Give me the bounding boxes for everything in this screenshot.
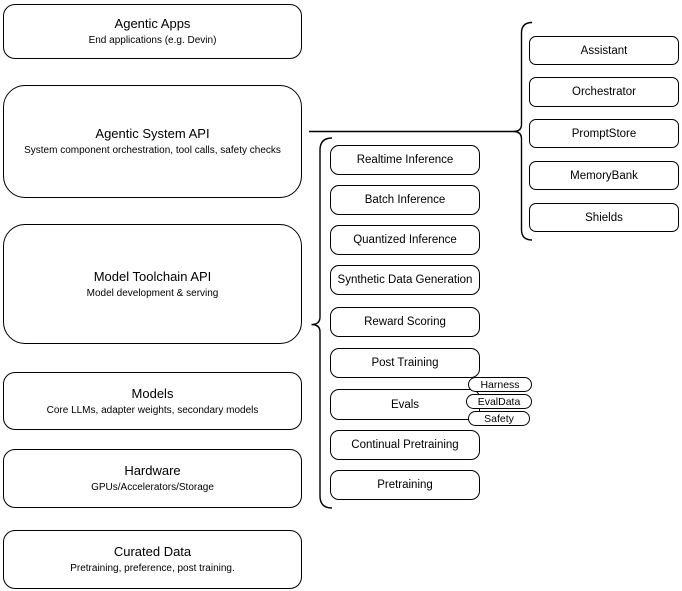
tag-label: EvalData — [477, 395, 521, 408]
node-title: Models — [131, 385, 174, 401]
node-title: Hardware — [124, 463, 181, 478]
toolchain-item-synthetic-data-generation: Synthetic Data Generation — [330, 265, 480, 295]
node-label: Continual Pretraining — [351, 439, 459, 451]
node-label: PromptStore — [571, 127, 637, 140]
node-title: Curated Data — [113, 544, 192, 559]
eval-tag-safety: Safety — [468, 411, 530, 426]
node-label: Shields — [585, 211, 623, 224]
system-component-orchestrator: Orchestrator — [529, 77, 679, 107]
node-title: Agentic Apps — [114, 16, 191, 31]
node-label: Evals — [390, 398, 420, 411]
node-label: Batch Inference — [364, 194, 446, 206]
node-title: Agentic System API — [95, 126, 210, 141]
node-label: Assistant — [580, 44, 628, 57]
toolchain-item-evals: Evals — [330, 389, 480, 420]
toolchain-item-batch-inference: Batch Inference — [330, 185, 480, 215]
node-label: Synthetic Data Generation — [337, 274, 473, 286]
node-label: Realtime Inference — [356, 154, 454, 166]
node-label: Quantized Inference — [353, 234, 457, 246]
brace-toolchain-items — [311, 137, 333, 509]
system-component-shields: Shields — [529, 203, 679, 232]
tag-label: Safety — [484, 412, 514, 425]
eval-tag-evaldata: EvalData — [466, 394, 532, 409]
node-label: Pretraining — [377, 479, 433, 491]
node-label: MemoryBank — [570, 169, 638, 182]
system-component-promptstore: PromptStore — [529, 119, 679, 148]
toolchain-item-pretraining: Pretraining — [330, 470, 480, 500]
toolchain-item-reward-scoring: Reward Scoring — [330, 307, 480, 337]
node-subtitle: Core LLMs, adapter weights, secondary mo… — [46, 404, 259, 416]
node-label: Orchestrator — [572, 86, 636, 98]
node-curated-data: Curated Data Pretraining, preference, po… — [3, 530, 302, 589]
node-subtitle: GPUs/Accelerators/Storage — [91, 482, 214, 493]
node-subtitle: End applications (e.g. Devin) — [88, 35, 217, 46]
node-model-toolchain-api: Model Toolchain API Model development & … — [3, 224, 302, 344]
node-subtitle: Model development & serving — [86, 287, 219, 299]
node-agentic-apps: Agentic Apps End applications (e.g. Devi… — [3, 4, 302, 59]
node-subtitle: System component orchestration, tool cal… — [24, 145, 281, 156]
node-subtitle: Pretraining, preference, post training. — [70, 563, 235, 574]
toolchain-item-post-training: Post Training — [330, 348, 480, 378]
node-hardware: Hardware GPUs/Accelerators/Storage — [3, 449, 302, 508]
node-label: Reward Scoring — [364, 316, 446, 328]
node-title: Model Toolchain API — [93, 268, 212, 284]
node-label: Post Training — [371, 357, 439, 369]
tag-label: Harness — [480, 378, 520, 391]
system-component-assistant: Assistant — [529, 36, 679, 65]
toolchain-item-quantized-inference: Quantized Inference — [330, 225, 480, 255]
toolchain-item-realtime-inference: Realtime Inference — [330, 145, 480, 175]
toolchain-item-continual-pretraining: Continual Pretraining — [330, 430, 480, 460]
node-models: Models Core LLMs, adapter weights, secon… — [3, 372, 302, 430]
system-component-memorybank: MemoryBank — [529, 161, 679, 190]
eval-tag-harness: Harness — [468, 377, 532, 392]
node-agentic-system-api: Agentic System API System component orch… — [3, 85, 302, 198]
